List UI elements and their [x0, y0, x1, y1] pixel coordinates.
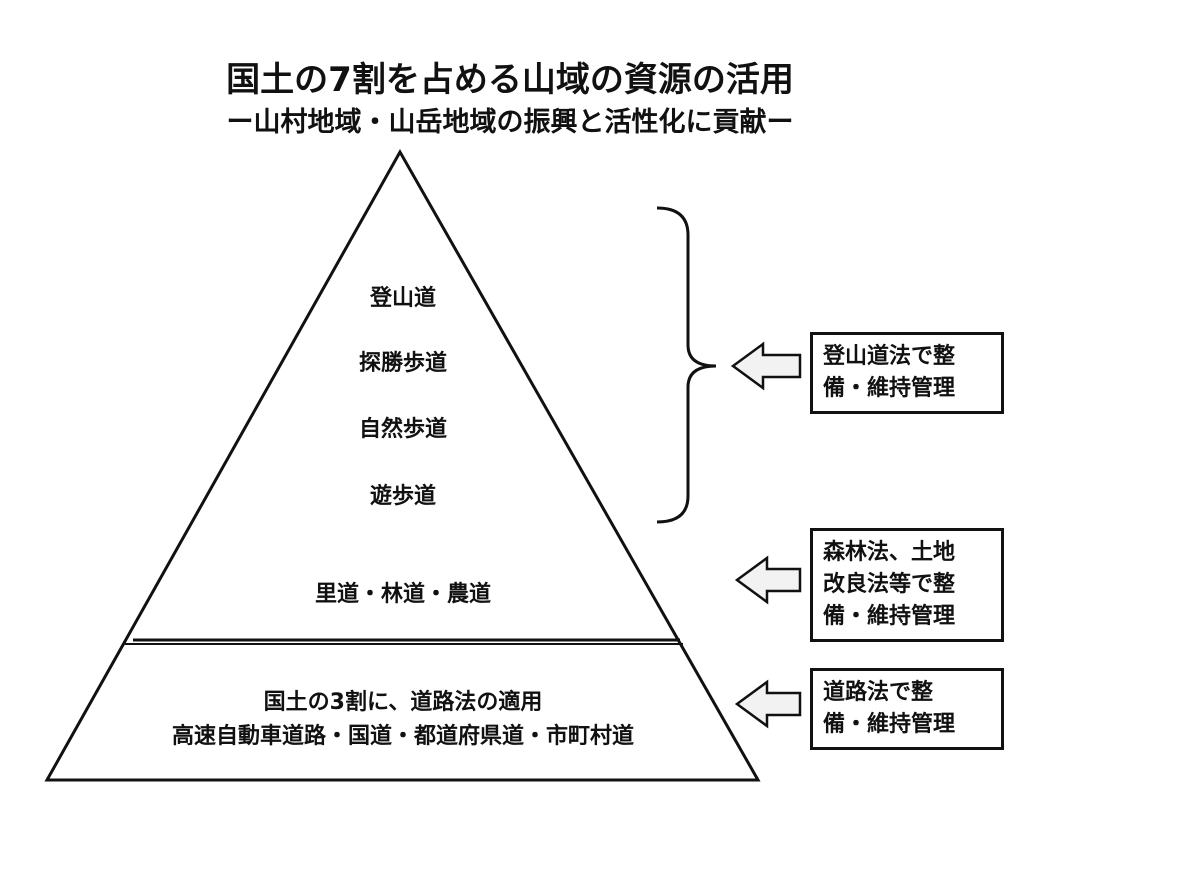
law-box-line: 森林法、土地 — [823, 540, 956, 565]
pyramid-item-rural-roads: 里道・林道・農道 — [314, 582, 492, 607]
law-box-forest-law: 森林法、土地 改良法等で整 備・維持管理 — [810, 528, 1004, 642]
arrow-left-icon — [730, 341, 802, 391]
law-box-road-law: 道路法で整 備・維持管理 — [810, 668, 1004, 750]
law-box-line: 道路法で整 — [823, 680, 934, 705]
law-box-line: 登山道法で整 — [823, 344, 956, 369]
law-box-line: 備・維持管理 — [823, 712, 956, 737]
pyramid-outline — [44, 148, 761, 782]
pyramid-item-trail: 登山道 — [369, 286, 437, 311]
pyramid-base-line2: 高速自動車道路・国道・都道府県道・市町村道 — [171, 724, 635, 749]
arrow-left-icon — [734, 679, 802, 729]
diagram-title: 国土の7割を占める山域の資源の活用 — [226, 60, 794, 100]
law-box-trail-law: 登山道法で整 備・維持管理 — [810, 332, 1004, 414]
pyramid-base-line1: 国土の3割に、道路法の適用 — [263, 690, 543, 715]
law-box-line: 備・維持管理 — [823, 376, 956, 401]
pyramid-item-promenade: 遊歩道 — [369, 484, 437, 509]
arrow-left-icon — [734, 555, 802, 605]
curly-brace — [656, 206, 717, 524]
pyramid-item-nature-path: 自然歩道 — [358, 417, 448, 442]
pyramid-item-scenic-path: 探勝歩道 — [358, 351, 448, 376]
diagram-subtitle: ー山村地域・山岳地域の振興と活性化に貢献ー — [226, 107, 794, 138]
law-box-line: 備・維持管理 — [823, 604, 956, 629]
law-box-line: 改良法等で整 — [823, 572, 956, 597]
